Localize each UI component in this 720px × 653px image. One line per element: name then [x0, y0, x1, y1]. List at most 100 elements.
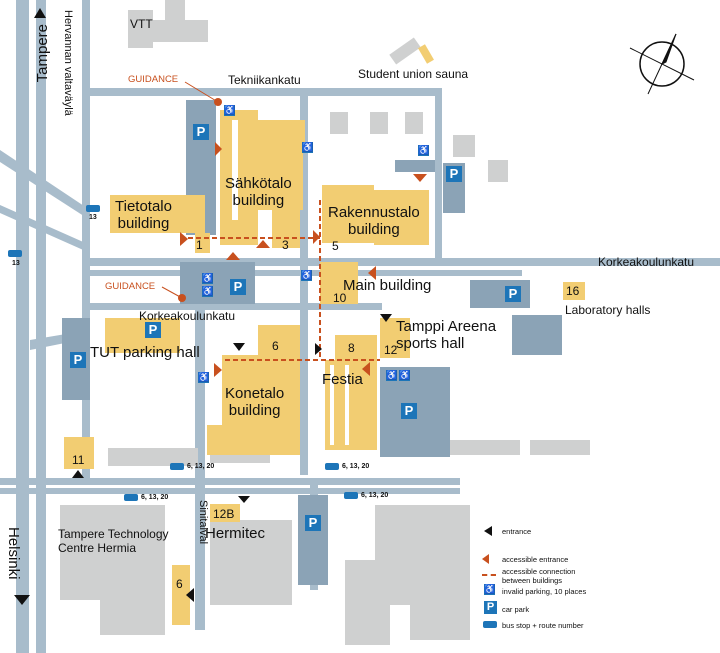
parking-sign-4: P — [70, 352, 86, 368]
bus-stop-label: 6, 13, 20 — [342, 463, 370, 470]
road-sinitaival — [195, 300, 205, 630]
parking-sign-3: P — [145, 322, 161, 338]
legend-invalid-parking: invalid parking, 10 places — [502, 587, 587, 596]
invalid-parking-icon: ♿ — [418, 145, 430, 156]
parking-sign-8: P — [305, 515, 321, 531]
building-number-5: 5 — [332, 239, 339, 253]
street-korkeakoulunkatu-west: Korkeakoulunkatu — [139, 309, 236, 323]
bus-stop-icon — [8, 250, 22, 257]
accessible-entrance-markers — [180, 142, 489, 564]
entrance-markers — [72, 314, 492, 602]
street-korkeakoulunkatu-east: Korkeakoulunkatu — [598, 255, 695, 269]
label-main-building: Main building — [343, 277, 432, 294]
building-tietotalo — [110, 195, 205, 233]
bus-stop-icon — [344, 492, 358, 499]
legend-dashed-line-icon — [482, 574, 496, 576]
legend-invalid-parking-icon: ♿ — [484, 584, 496, 595]
building-number-3: 3 — [282, 238, 289, 252]
building-rakennustalo — [322, 185, 374, 243]
label-rakennustalo: Rakennustalo building — [328, 204, 420, 239]
parking-5 — [470, 280, 530, 308]
guidance-label-north: GUIDANCE — [128, 74, 179, 85]
bus-stop-icon — [170, 463, 184, 470]
legend-bus-icon — [483, 621, 497, 628]
label-hermia: Tampere Technology Centre Hermia — [58, 527, 169, 555]
direction-tampere: Tampere — [34, 24, 51, 83]
invalid-parking-icon: ♿ — [386, 370, 398, 381]
building-number-10: 10 — [333, 291, 347, 305]
invalid-parking-icon: ♿ — [198, 372, 210, 383]
building-12b — [210, 504, 240, 522]
legend-bus-stop: bus stop + route number — [502, 621, 584, 630]
label-tut-parking-hall: TUT parking hall — [90, 344, 200, 361]
bus-stop-icon — [325, 463, 339, 470]
building-number-8: 8 — [348, 341, 355, 355]
legend-car-park: car park — [502, 605, 530, 614]
tut-buildings — [64, 44, 585, 625]
bus-stop-label: 13 — [12, 260, 20, 267]
bus-stop-icon — [86, 205, 100, 212]
legend-entrance: entrance — [502, 527, 532, 536]
bus-stop-label: 6, 13, 20 — [141, 494, 169, 501]
legend-car-park-icon: P — [484, 601, 497, 614]
parking-sign-2: P — [230, 279, 246, 295]
parking-9 — [298, 495, 328, 585]
bus-stop-icon — [124, 494, 138, 501]
building-number-12: 12 — [384, 343, 398, 357]
bus-stop-label: 6, 13, 20 — [361, 492, 389, 499]
road-west-inner — [82, 0, 90, 480]
label-konetalo: Konetalo building — [225, 385, 285, 420]
parking-6 — [512, 315, 562, 355]
street-tekniikankatu: Tekniikankatu — [228, 73, 301, 87]
parking-sign-7: P — [446, 166, 462, 182]
building-main — [320, 262, 358, 304]
parking-sign-5: P — [401, 403, 417, 419]
compass-icon — [629, 33, 695, 95]
building-6a — [258, 325, 300, 355]
accessible-connections — [180, 200, 380, 361]
building-number-11: 11 — [72, 453, 85, 467]
label-hermitec: Hermitec — [205, 525, 266, 542]
label-festia: Festia — [322, 371, 363, 388]
road-south — [0, 478, 460, 485]
road-korkeakoulunkatu — [82, 258, 720, 266]
label-vtt: VTT — [130, 17, 153, 31]
south-arrow-icon — [14, 595, 30, 605]
building-12 — [380, 318, 410, 358]
building-number-6b: 6 — [176, 577, 183, 591]
road-tekniikankatu — [82, 88, 442, 96]
invalid-parking-icon: ♿ — [202, 286, 214, 297]
guidance-label-west: GUIDANCE — [105, 281, 156, 292]
street-hervannan-valtavayla: Hervannan valtaväylä — [62, 10, 74, 116]
building-number-12b: 12B — [213, 507, 235, 521]
parking-sign-6: P — [505, 286, 521, 302]
label-tamppi-areena: Tamppi Areena sports hall — [396, 318, 497, 353]
invalid-parking-icon: ♿ — [302, 142, 314, 153]
building-11 — [64, 437, 94, 469]
legend-accessible-connection: accessible connection between buildings — [502, 567, 576, 585]
street-sinitaival: Sinitaival — [197, 500, 209, 545]
legend-accessible-entrance: accessible entrance — [502, 555, 569, 564]
bus-stop-label: 13 — [89, 214, 97, 221]
building-number-16: 16 — [566, 284, 580, 298]
building-number-1: 1 — [196, 238, 203, 252]
invalid-parking-icon: ♿ — [202, 273, 214, 284]
label-student-union-sauna: Student union sauna — [358, 67, 469, 81]
label-sahkotalo: Sähkötalo building — [225, 175, 292, 210]
other-buildings — [60, 0, 590, 645]
invalid-parking-icon: ♿ — [399, 370, 411, 381]
label-tietotalo: Tietotalo building — [115, 198, 172, 233]
building-6b — [172, 565, 190, 625]
north-arrow-icon — [34, 8, 46, 18]
building-16 — [563, 282, 585, 300]
parking-sign-1: P — [193, 124, 209, 140]
direction-helsinki: Helsinki — [5, 527, 22, 580]
invalid-parking-icon: ♿ — [301, 270, 313, 281]
bus-stop-label: 6, 13, 20 — [187, 463, 215, 470]
building-number-6a: 6 — [272, 339, 279, 353]
invalid-parking-icon: ♿ — [224, 105, 236, 116]
building-tut-parking-hall — [105, 318, 180, 353]
